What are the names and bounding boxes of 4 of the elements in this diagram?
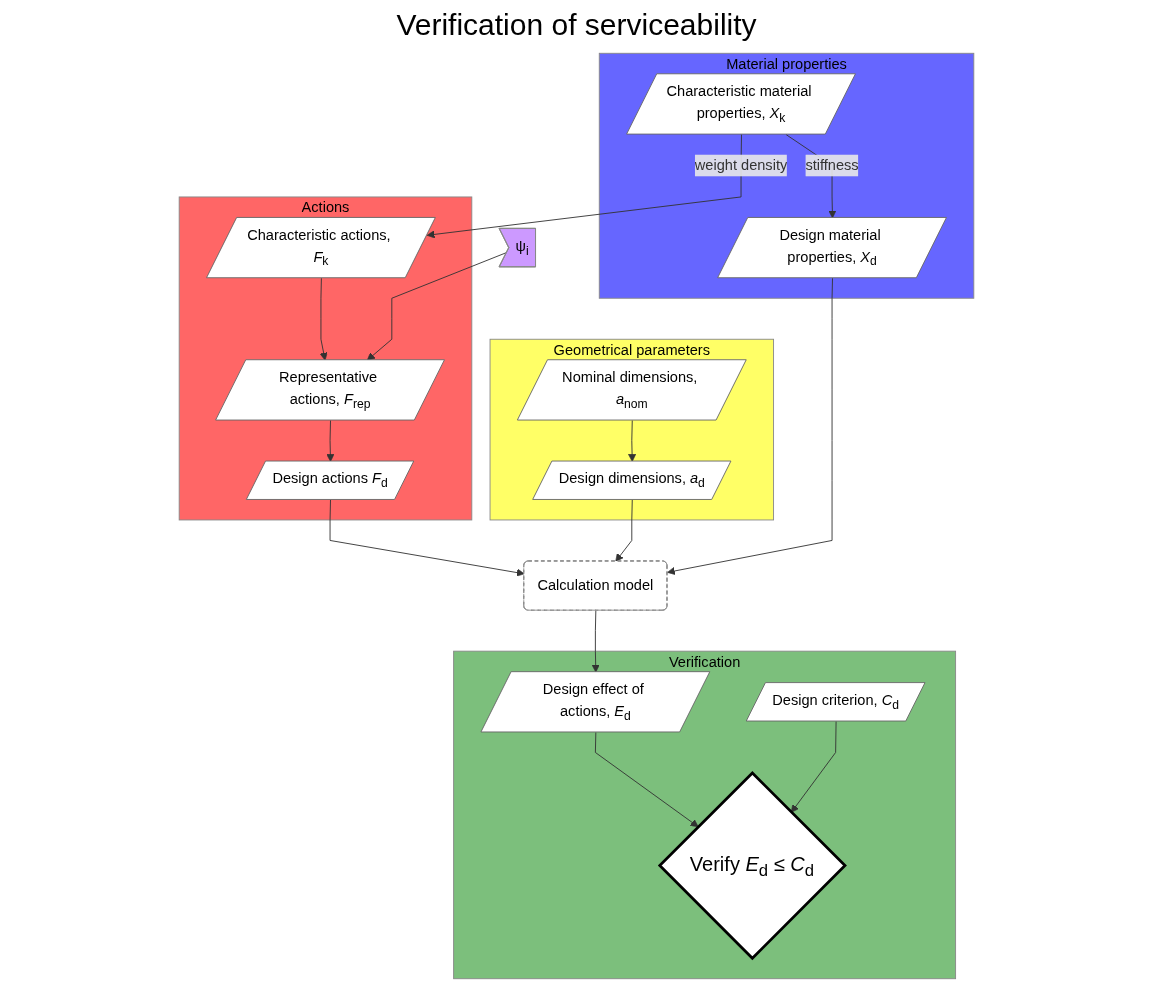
edge-label: stiffness: [805, 157, 859, 173]
node-diamond: Verify E$_{d}$ ≤ C$_{d}$: [657, 771, 847, 961]
edge-label: weight density: [694, 157, 788, 173]
diagram-title: Verification of serviceability: [395, 8, 758, 42]
